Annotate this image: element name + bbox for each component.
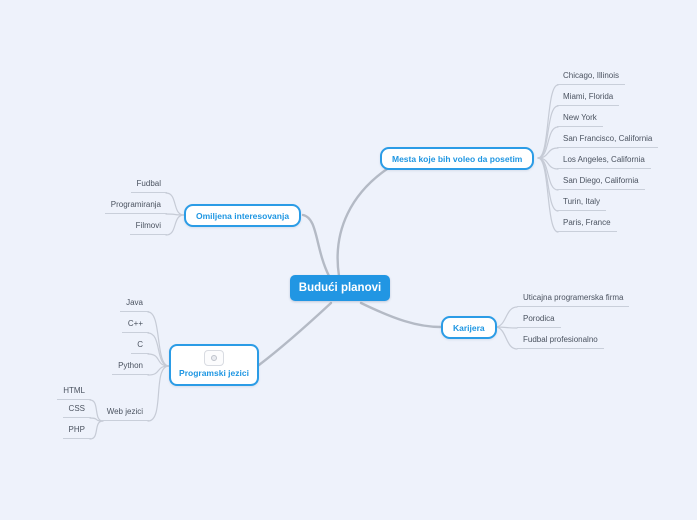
leaf-node-php[interactable]: PHP [62, 424, 91, 439]
connector-line [537, 157, 559, 212]
leaf-node-cpp[interactable]: C++ [121, 318, 149, 333]
branch-node-karijera[interactable]: Karijera [441, 316, 497, 339]
connector-line [89, 420, 104, 440]
connector-line [165, 214, 185, 236]
connector-line [147, 365, 170, 422]
leaf-node-web-jezici[interactable]: Web jezici [100, 406, 149, 421]
leaf-node-san-diego[interactable]: San Diego, California [557, 175, 645, 190]
branch-label: Programski jezici [179, 368, 249, 378]
image-attachment-icon[interactable] [204, 350, 224, 366]
connector-line [537, 157, 559, 191]
leaf-node-filmovi[interactable]: Filmovi [129, 220, 167, 235]
connector-line [147, 365, 170, 376]
leaf-node-turin[interactable]: Turin, Italy [557, 196, 607, 211]
leaf-node-css[interactable]: CSS [62, 403, 91, 418]
branch-node-mesta[interactable]: Mesta koje bih voleo da posetim [380, 147, 535, 170]
leaf-node-python[interactable]: Python [112, 360, 149, 375]
image-attachment-icon-dot [211, 355, 217, 361]
leaf-node-miami[interactable]: Miami, Florida [557, 91, 620, 106]
leaf-node-los-angeles[interactable]: Los Angeles, California [557, 154, 651, 169]
connector-line [147, 353, 170, 367]
leaf-node-porodica[interactable]: Porodica [517, 313, 561, 328]
connector-line [165, 213, 185, 216]
leaf-node-san-francisco[interactable]: San Francisco, California [557, 133, 659, 148]
connector-line [257, 301, 333, 367]
branch-node-omiljena-interesovanja[interactable]: Omiljena interesovanja [184, 204, 302, 227]
leaf-node-uticajna-firma[interactable]: Uticajna programerska firma [517, 292, 630, 307]
leaf-node-c[interactable]: C [131, 339, 149, 354]
connector-line [147, 332, 170, 367]
branch-node-programski-jezici[interactable]: Programski jezici [169, 344, 259, 386]
leaf-node-paris[interactable]: Paris, France [557, 217, 617, 232]
connector-line [494, 326, 518, 350]
connector-line [537, 105, 559, 159]
connector-line [165, 192, 185, 216]
leaf-node-new-york[interactable]: New York [557, 112, 603, 127]
connector-line [537, 84, 559, 159]
connector-line [359, 301, 443, 329]
connector-line [147, 311, 170, 367]
leaf-node-fudbal-profesionalno[interactable]: Fudbal profesionalno [517, 334, 604, 349]
leaf-node-html[interactable]: HTML [57, 385, 91, 400]
connector-line [494, 326, 518, 329]
connector-line [494, 306, 518, 328]
connector-line [537, 157, 559, 170]
connector-line [301, 213, 331, 278]
leaf-node-java[interactable]: Java [120, 297, 149, 312]
leaf-node-chicago[interactable]: Chicago, Illinois [557, 70, 626, 85]
connector-line [336, 165, 392, 278]
leaf-node-programiranja[interactable]: Programiranja [104, 199, 167, 214]
connector-line [537, 126, 559, 159]
leaf-node-fudbal[interactable]: Fudbal [130, 178, 167, 193]
connector-line [537, 157, 559, 233]
root-node[interactable]: Budući planovi [290, 275, 390, 301]
connector-line [537, 147, 559, 159]
